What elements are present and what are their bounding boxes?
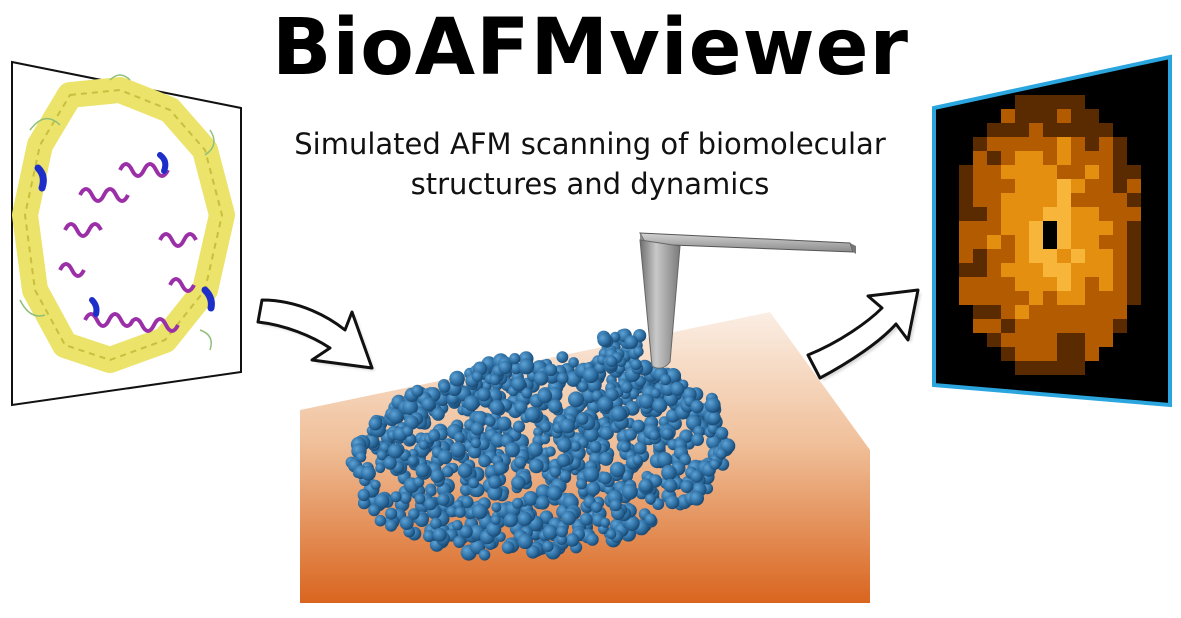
afm-scanning-scene (300, 232, 870, 603)
afm-tip (639, 239, 681, 369)
afm-cantilever (639, 232, 856, 369)
figure-title: BioAFMviewer (272, 3, 909, 93)
afm-image-panel (932, 54, 1172, 408)
spacefill-molecule (345, 328, 736, 561)
ribbon-structure-panel (11, 60, 242, 407)
subtitle-line-1: Simulated AFM scanning of biomolecular (294, 127, 886, 161)
arrow-left-to-center (256, 298, 375, 371)
figure-subtitle: Simulated AFM scanning of biomolecular s… (250, 124, 930, 204)
subtitle-line-2: structures and dynamics (410, 167, 770, 201)
arrow-center-to-right (806, 288, 921, 381)
simulated-afm-image (959, 95, 1141, 375)
ribbon-structure-image (12, 74, 235, 373)
